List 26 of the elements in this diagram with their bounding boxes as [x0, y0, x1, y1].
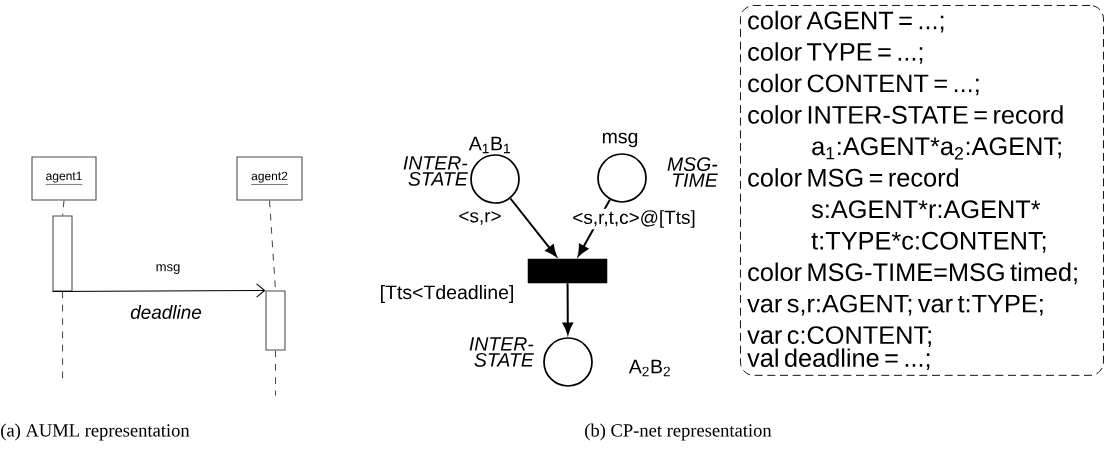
edge-label: <s,r,t,c>@[Tts] — [571, 208, 698, 230]
object-box: agent2 — [236, 156, 303, 201]
activation-bar — [265, 290, 286, 351]
caption: (a) AUML representation — [1, 423, 190, 441]
lifeline — [61, 200, 65, 216]
arrow — [51, 283, 266, 298]
type-label: MSG- TIME — [667, 157, 718, 187]
object-box: agent1 — [31, 156, 97, 201]
transition-bar — [527, 258, 608, 284]
place-label: A$_{1}$B$_{1}$ — [468, 136, 510, 154]
type-label: INTER- STATE — [403, 156, 468, 186]
edge-label: <s,r> — [457, 209, 503, 227]
edge-label: msg — [154, 262, 182, 276]
type-label: INTER- STATE — [469, 337, 534, 367]
place-circle — [543, 337, 593, 387]
caption: (b) CP-net representation — [585, 423, 772, 441]
declaration-box: color AGENT = ...; color TYPE = ...; color CONTENT = ...; color INTER-STATE = record a$_{1}$:AGENT*a$_{2}$:AGENT; color MSG = record s:AGENT*r:AGENT* t:TYPE*c:CONTENT; color MSG-TIME=MSG timed; var s,r:AGENT; var t:TYPE; var c:CONTENT; val deadline = ...; — [740, 5, 1104, 376]
place-circle — [470, 154, 520, 204]
place-label: A$_{2}$B$_{2}$ — [628, 359, 670, 377]
place-label: msg — [602, 132, 638, 148]
arrow — [562, 282, 573, 335]
arrow — [509, 197, 557, 257]
constraint-label: deadline — [130, 305, 202, 319]
activation-bar — [52, 215, 73, 292]
place-circle — [597, 153, 647, 203]
guard-label: [Tts<Tdeadline] — [381, 284, 513, 304]
